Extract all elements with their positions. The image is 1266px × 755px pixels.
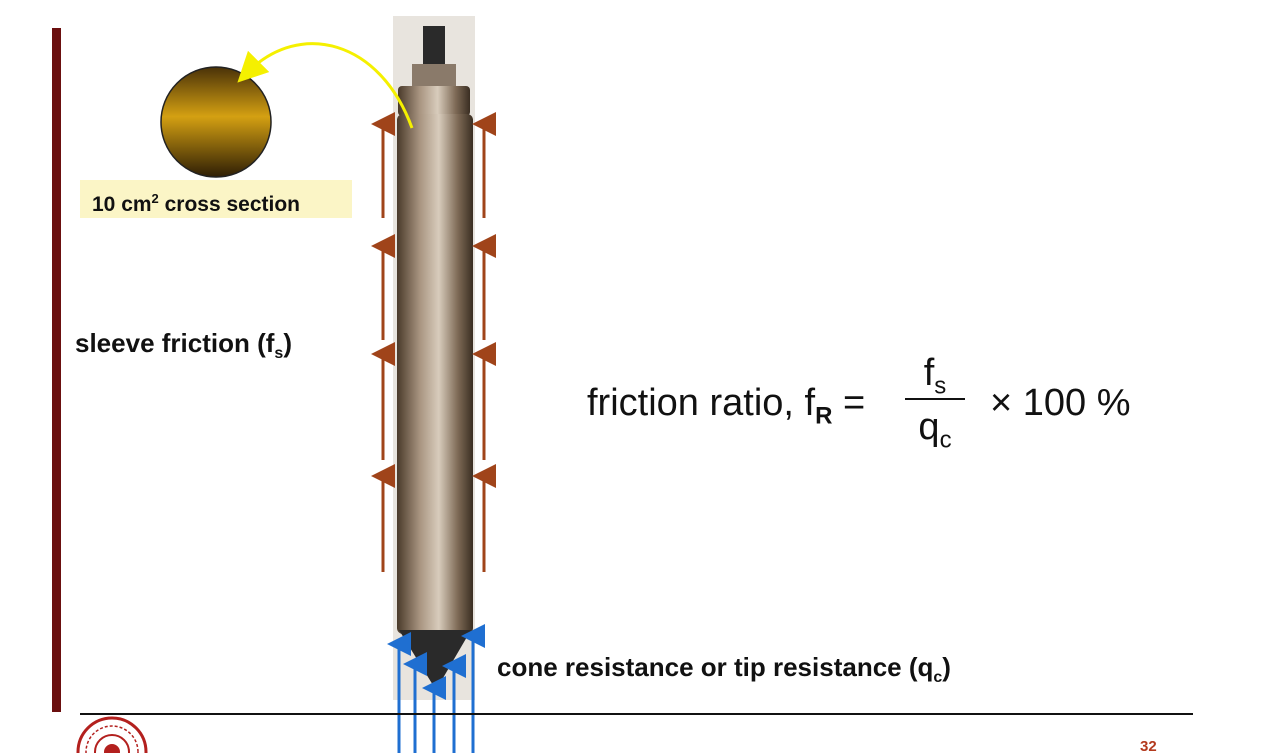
callout-arrow [237,42,414,129]
friction-arrows [371,112,496,572]
probe-sleeve [397,114,473,634]
cross-section-sup: 2 [151,191,159,206]
formula-denominator: qc [905,402,965,454]
sleeve-text: sleeve friction (f [75,328,275,358]
cone-close: ) [942,652,951,682]
probe-head [398,86,470,116]
denominator-sub: c [939,426,952,454]
friction-ratio-formula: friction ratio, fR = fs qc × 100 % [587,350,1167,460]
institute-logo-icon [76,716,148,753]
cross-section-disc [160,66,272,178]
sleeve-friction-label: sleeve friction (fs) [75,328,292,363]
probe-top-fitting [423,26,445,66]
page-number: 32 [1140,738,1157,755]
formula-multiplier: × 100 % [990,382,1131,424]
probe-cone-tip [399,630,471,690]
formula-fraction: fs qc [905,350,965,454]
sleeve-close: ) [283,328,292,358]
numerator-sub: s [934,372,947,400]
cone-resistance-label: cone resistance or tip resistance (qc) [497,652,951,687]
cross-section-suffix: cross section [158,193,301,216]
formula-lhs-text: friction ratio, f [587,382,816,424]
sleeve-sub: s [274,345,284,363]
cone-sub: c [933,669,943,687]
formula-equals: = [832,382,866,424]
formula-numerator: fs [905,350,965,400]
probe-collar [412,64,456,86]
denominator-text: q [918,406,940,448]
accent-bar [52,28,61,712]
tip-arrows [387,624,485,753]
cross-section-label: 10 cm2 cross section [80,180,352,218]
fraction-bar [905,398,965,400]
cone-text: cone resistance or tip resistance (q [497,652,934,682]
footer-rule [80,713,1193,715]
cross-section-text: 10 cm [92,193,152,216]
formula-lhs: friction ratio, fR = [587,382,865,431]
numerator-text: f [923,352,935,394]
formula-lhs-sub: R [815,402,833,430]
